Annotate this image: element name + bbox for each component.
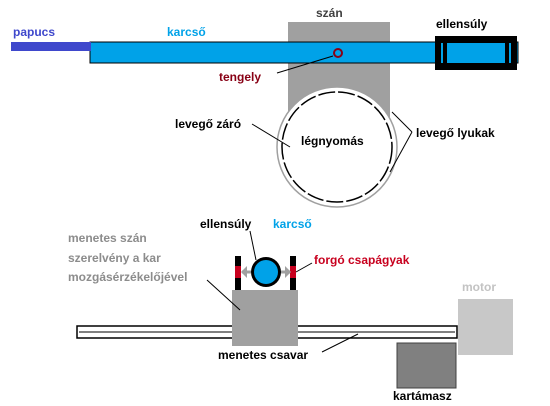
motor-block: [458, 299, 513, 355]
label-karcso-side: karcső: [273, 217, 312, 231]
label-karcso-top: karcső: [167, 25, 206, 39]
label-levego-lyukak: levegő lyukak: [416, 126, 495, 140]
air-bearing-outer: [276, 86, 398, 208]
label-forgo-csapagyak: forgó csapágyak: [314, 253, 410, 267]
label-ellensuly-top: ellensúly: [436, 17, 488, 31]
label-menetes-szan-2: szerelvény a kar: [68, 251, 161, 265]
label-legnyomas: légnyomás: [301, 134, 364, 148]
label-szan: szán: [316, 6, 343, 20]
arm-tube: [89, 41, 519, 64]
bearing-left: [235, 266, 241, 278]
bearing-right: [290, 266, 296, 278]
label-ellensuly-side: ellensúly: [200, 217, 252, 231]
label-motor: motor: [462, 280, 496, 294]
arrow-right-icon: [285, 266, 291, 278]
label-papucs: papucs: [13, 25, 55, 39]
label-kartamasz: kartámasz: [393, 389, 452, 403]
arm-support-block: [396, 342, 457, 389]
counterweight-arm-through: [441, 43, 511, 63]
label-tengely: tengely: [219, 70, 261, 84]
label-menetes-szan-1: menetes szán: [68, 231, 147, 245]
label-levego-zaro: levegő záró: [175, 117, 241, 131]
label-menetes-csavar: menetes csavar: [218, 348, 308, 362]
arrow-left-icon: [241, 266, 247, 278]
axle-icon: [333, 48, 343, 58]
air-holes-ring: [281, 91, 393, 203]
threaded-sled-block: [232, 290, 298, 346]
papucs-shoe: [11, 42, 91, 51]
label-menetes-szan-3: mozgásérzékelőjével: [68, 270, 187, 284]
arm-tube-section: [254, 260, 278, 284]
